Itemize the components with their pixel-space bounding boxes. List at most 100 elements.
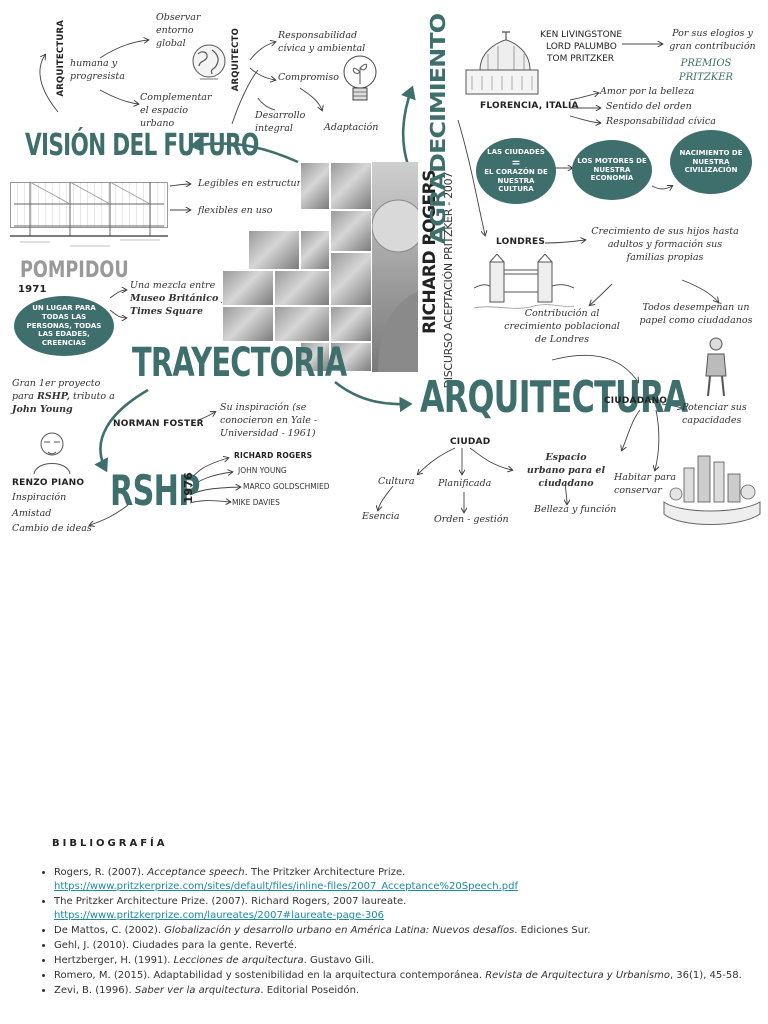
bib-entry-text: Rogers, R. (2007).	[54, 867, 148, 878]
globe-icon	[192, 44, 226, 80]
bib-entry: De Mattos, C. (2002). Globalización y de…	[54, 924, 754, 938]
tower-bridge-sketch	[474, 254, 574, 309]
bibliografia-heading: BIBLIOGRAFÍA	[52, 838, 168, 849]
note-legibles: Legibles en estructura	[198, 178, 307, 189]
bib-entry-title: Globalización y desarrollo urbano en Amé…	[164, 925, 515, 936]
florencia-italia-label: FLORENCIA, ITALIA	[480, 101, 579, 111]
arquitectura-title: ARQUITECTURA	[420, 372, 688, 423]
rshp-member-john-young: JOHN YOUNG	[238, 466, 287, 475]
pompidou-title: POMPIDOU	[20, 258, 129, 283]
thanks-name-ken-livingstone: KEN LIVINGSTONE	[540, 30, 623, 40]
richard-rogers-portrait	[372, 162, 418, 372]
bibliografia-list: Rogers, R. (2007). Acceptance speech. Th…	[36, 866, 754, 999]
renzo-piano-portrait-icon	[33, 432, 71, 474]
bib-entry: Romero, M. (2015). Adaptabilidad y soste…	[54, 969, 754, 983]
bubble-equals: =	[511, 155, 521, 169]
citizen-figure-sketch	[705, 337, 727, 397]
pompidou-bubble-text: UN LUGAR PARA TODAS LAS PERSONAS, TODAS …	[26, 304, 102, 348]
renzo-note-cambio: Cambio de ideas	[12, 523, 92, 534]
note-humana-progresista: humana y progresista	[70, 58, 125, 82]
note-espacio-urbano: Espacio urbano para el ciudadano	[526, 452, 606, 489]
bib-entry-link[interactable]: https://www.pritzkerprize.com/laureates/…	[54, 910, 384, 921]
agradecimiento-title: AGRADECIMIENTO	[426, 14, 450, 245]
norman-foster-label: NORMAN FOSTER	[113, 419, 204, 429]
bubble-ciudades-corazon: LAS CIUDADES = EL CORAZÓN DE NUESTRA CUL…	[476, 138, 556, 204]
bib-entry-text: Hertzberger, H. (1991).	[54, 955, 174, 966]
note-planificada: Planificada	[438, 478, 492, 489]
londres-label: LONDRES	[496, 237, 546, 247]
mezcla-times-square: Times Square	[130, 305, 204, 317]
bubble-ciudades-top: LAS CIUDADES	[487, 148, 545, 156]
architecture-collage	[222, 162, 372, 372]
bib-entry-title: Revista de Arquitectura y Urbanismo	[485, 970, 670, 981]
note-orden-gestion: Orden - gestión	[434, 514, 509, 525]
mezcla-museo: Museo Británico	[130, 292, 219, 304]
pompidou-elevation-sketch	[10, 176, 168, 254]
note-elogios: Por sus elogios y gran contribución	[669, 28, 756, 52]
ciudad-label: CIUDAD	[450, 437, 491, 447]
trayectoria-title: TRAYECTORIA	[132, 340, 347, 386]
mezcla-pre: Una mezcla entre	[130, 280, 216, 291]
note-crecimiento-hijos: Crecimiento de sus hijos hasta adultos y…	[591, 226, 739, 263]
rshp-year: 1976	[182, 472, 195, 504]
bib-entry-title: Acceptance speech	[147, 867, 245, 878]
city-in-hands-sketch	[663, 455, 761, 525]
bib-entry: Rogers, R. (2007). Acceptance speech. Th…	[54, 866, 754, 894]
note-desarrollo-integral: Desarrollo integral	[255, 110, 306, 134]
vision-del-futuro-title: VISIÓN DEL FUTURO	[25, 128, 259, 163]
bib-entry-link[interactable]: https://www.pritzkerprize.com/sites/defa…	[54, 881, 518, 892]
note-responsabilidad: Responsabilidad cívica y ambiental	[278, 30, 366, 54]
bib-entry-text: Gehl, J. (2010). Ciudades para la gente.…	[54, 940, 298, 951]
note-compromiso: Compromiso	[278, 72, 339, 83]
premios-pritzker-label: PREMIOS PRITZKER	[678, 58, 734, 83]
note-belleza-funcion: Belleza y función	[534, 504, 617, 515]
bib-entry-text: De Mattos, C. (2002).	[54, 925, 165, 936]
florencia-note-belleza: Amor por la belleza	[600, 86, 695, 97]
note-habitar: Habitar para conservar	[614, 472, 677, 496]
bib-entry-source: . Gustavo Gili.	[303, 955, 374, 966]
bib-entry-title: Lecciones de arquitectura	[173, 955, 304, 966]
note-gran-proyecto: Gran 1er proyecto para RSHP, tributo a J…	[12, 378, 122, 416]
bubble-nacimiento-text: NACIMIENTO DE NUESTRA CIVILIZACIÓN	[679, 148, 743, 175]
florencia-note-responsabilidad: Responsabilidad cívica	[606, 116, 716, 127]
gran-mid: tributo a	[72, 390, 115, 402]
pompidou-year: 1971	[18, 284, 47, 295]
note-contribucion-londres: Contribución al crecimiento poblacional …	[504, 308, 620, 345]
bib-entry: Gehl, J. (2010). Ciudades para la gente.…	[54, 939, 754, 953]
note-observar-entorno: Observar entorno global	[156, 12, 201, 49]
bib-entry-text: Romero, M. (2015). Adaptabilidad y soste…	[54, 970, 486, 981]
note-inspiracion-yale: Su inspiración (se conocieron en Yale - …	[220, 402, 318, 439]
note-adaptacion: Adaptación	[324, 122, 379, 133]
rshp-title: RSHP	[110, 466, 200, 515]
gran-john-young: John Young	[12, 403, 73, 415]
rshp-member-richard-rogers: RICHARD ROGERS	[234, 451, 313, 460]
bib-entry: The Pritzker Architecture Prize. (2007).…	[54, 895, 754, 923]
bib-entry: Zevi, B. (1996). Saber ver la arquitectu…	[54, 984, 754, 998]
note-potenciar: Potenciar sus capacidades	[682, 402, 747, 426]
arquitecto-vertical-label: ARQUITECTO	[231, 28, 241, 92]
bib-entry-title: Saber ver la arquitectura	[134, 985, 261, 996]
bib-entry-source: . The Pritzker Architecture Prize.	[244, 867, 406, 878]
note-cultura: Cultura	[378, 476, 415, 487]
mindmap-connectors	[39, 0, 768, 560]
bib-entry-source: , 36(1), 45-58.	[669, 970, 742, 981]
gran-pre: Gran 1er proyecto para	[12, 378, 101, 402]
gran-rshp: RSHP,	[36, 390, 70, 402]
rshp-member-marco-goldschmied: MARCO GOLDSCHMIED	[243, 482, 330, 491]
thanks-name-lord-palumbo: LORD PALUMBO	[546, 42, 617, 52]
bubble-nacimiento-civilizacion: NACIMIENTO DE NUESTRA CIVILIZACIÓN	[670, 130, 752, 194]
bubble-ciudades-bottom: EL CORAZÓN DE NUESTRA CULTURA	[484, 167, 548, 194]
note-todos-ciudadanos: Todos desempeñan un papel como ciudadano…	[639, 302, 753, 326]
bib-entry: Hertzberger, H. (1991). Lecciones de arq…	[54, 954, 754, 968]
renzo-piano-label: RENZO PIANO	[12, 478, 85, 488]
bib-entry-text: Zevi, B. (1996).	[54, 985, 135, 996]
rshp-member-mike-davies: MIKE DAVIES	[232, 498, 280, 507]
renzo-note-inspiracion: Inspiración	[12, 492, 67, 503]
bib-entry-source: . Ediciones Sur.	[514, 925, 591, 936]
bib-entry-source: . Editorial Poseidón.	[260, 985, 360, 996]
bubble-motores-economia: LOS MOTORES DE NUESTRA ECONOMÍA	[572, 140, 652, 200]
arquitectura-vertical-label: ARQUITECTURA	[56, 20, 66, 97]
note-flexibles: flexibles en uso	[198, 205, 273, 216]
note-esencia: Esencia	[362, 511, 400, 522]
lightbulb-plant-icon	[343, 55, 377, 101]
